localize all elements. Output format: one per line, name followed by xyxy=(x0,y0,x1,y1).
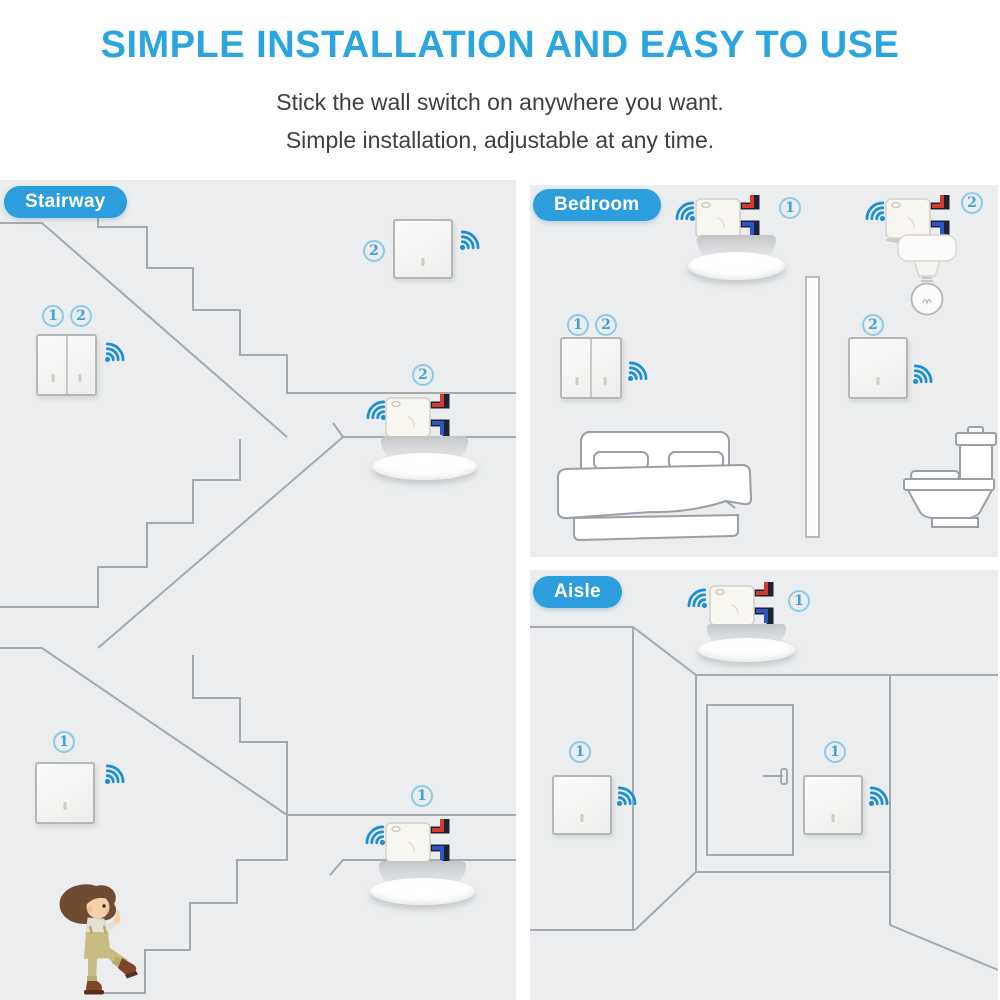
toilet-illustration xyxy=(903,426,997,528)
pendant-light xyxy=(897,234,957,316)
ceiling-light xyxy=(698,624,795,662)
stairway-panel: Stairway 1 2 2 2 xyxy=(0,180,516,1000)
aisle-panel: Aisle 1 1 xyxy=(530,570,998,1000)
light-diffuser xyxy=(372,452,477,480)
stairs-outline xyxy=(0,214,516,994)
receiver-module xyxy=(385,819,450,868)
circled-badge: 1 xyxy=(411,785,433,807)
wifi-icon xyxy=(366,400,387,421)
switch-rocker-mark xyxy=(603,377,607,386)
wall-switch-double xyxy=(36,334,97,396)
ceiling-light xyxy=(370,861,475,905)
circled-badge: 2 xyxy=(412,364,434,386)
wifi-icon xyxy=(912,364,933,385)
wall-switch-single xyxy=(803,775,863,835)
wifi-icon xyxy=(675,201,696,222)
circled-badge: 2 xyxy=(595,314,617,336)
subtitle-line-2: Simple installation, adjustable at any t… xyxy=(285,127,715,153)
wall-switch-single xyxy=(393,219,453,279)
circled-badge: 1 xyxy=(42,305,64,327)
light-diffuser xyxy=(370,877,475,905)
circled-badge: 1 xyxy=(779,197,801,219)
circled-badge: 1 xyxy=(53,731,75,753)
wall-switch-single xyxy=(552,775,612,835)
bed-illustration xyxy=(557,431,753,542)
wifi-icon xyxy=(104,764,125,785)
switch-rocker-mark xyxy=(63,802,67,811)
subtitle-line-1: Stick the wall switch on anywhere you wa… xyxy=(276,89,724,115)
wifi-icon xyxy=(459,230,480,251)
child-illustration xyxy=(59,884,138,995)
wifi-icon xyxy=(868,786,889,807)
switch-rocker-mark xyxy=(51,374,55,383)
aisle-label: Aisle xyxy=(533,576,622,608)
wifi-icon xyxy=(104,342,125,363)
wall-switch-single xyxy=(35,762,95,824)
ceiling-light xyxy=(688,235,785,280)
wall-switch-double xyxy=(560,337,622,399)
wifi-icon xyxy=(687,588,708,609)
switch-seam xyxy=(65,336,68,394)
switch-rocker-mark xyxy=(78,374,82,383)
circled-badge: 1 xyxy=(824,741,846,763)
bedroom-panel: Bedroom 1 2 xyxy=(530,185,998,557)
switch-rocker-mark xyxy=(876,377,880,386)
bedroom-label: Bedroom xyxy=(533,189,661,221)
ceiling-light xyxy=(372,436,477,480)
page-title: SIMPLE INSTALLATION AND EASY TO USE xyxy=(100,24,900,66)
circled-badge: 1 xyxy=(788,590,810,612)
circled-badge: 1 xyxy=(567,314,589,336)
circled-badge: 1 xyxy=(569,741,591,763)
stairway-line-drawing xyxy=(0,214,516,994)
wifi-icon xyxy=(865,201,886,222)
circled-badge: 2 xyxy=(70,305,92,327)
light-diffuser xyxy=(688,252,785,280)
switch-rocker-mark xyxy=(580,813,584,822)
room-divider-wall xyxy=(805,276,820,538)
circled-badge: 2 xyxy=(961,192,983,214)
light-diffuser xyxy=(698,638,795,662)
wall-switch-single xyxy=(848,337,908,399)
stairway-label: Stairway xyxy=(4,186,127,218)
wifi-icon xyxy=(627,361,648,382)
door-illustration xyxy=(706,704,794,856)
wifi-icon xyxy=(616,786,637,807)
circled-badge: 2 xyxy=(862,314,884,336)
switch-rocker-mark xyxy=(575,377,579,386)
switch-seam xyxy=(590,339,592,397)
hallway-outline xyxy=(530,626,998,971)
circled-badge: 2 xyxy=(363,240,385,262)
wifi-icon xyxy=(365,825,386,846)
switch-rocker-mark xyxy=(421,257,425,266)
aisle-line-drawing xyxy=(530,626,998,971)
bedroom-line-drawing xyxy=(557,276,997,542)
switch-rocker-mark xyxy=(831,813,835,822)
